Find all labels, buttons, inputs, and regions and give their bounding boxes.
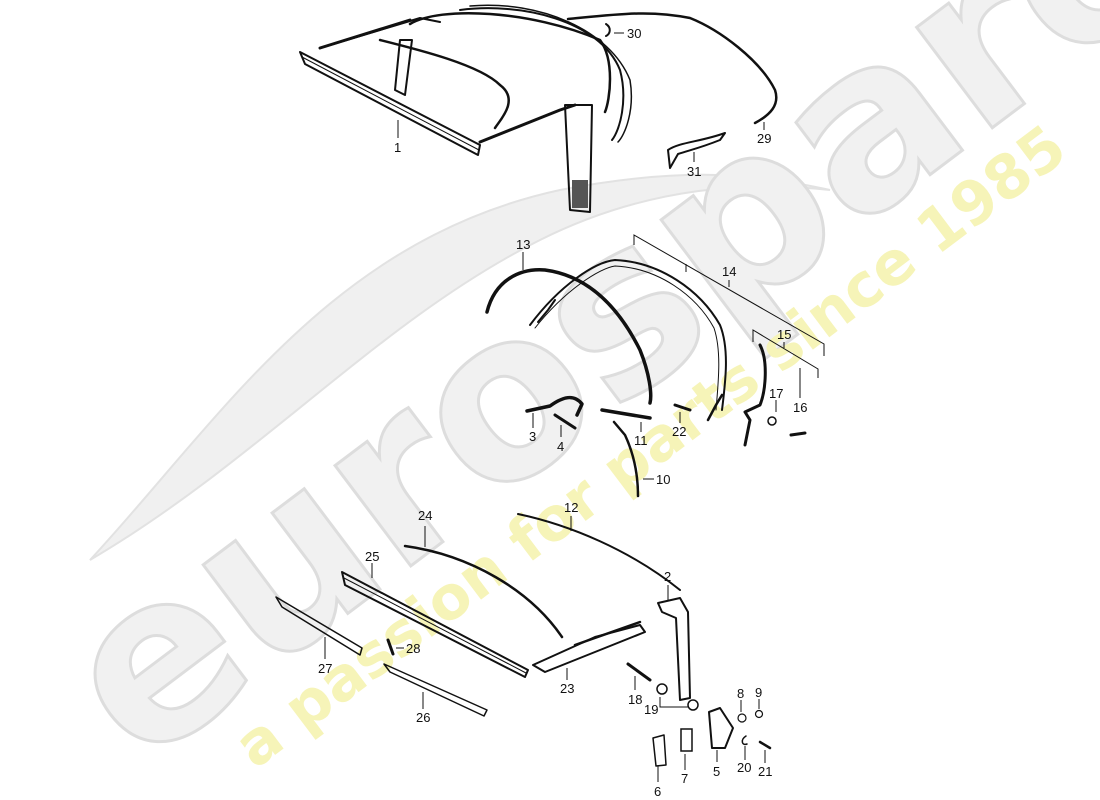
part-23-side-rail[interactable] [532, 620, 646, 673]
callout-30: 30 [614, 26, 641, 41]
svg-text:15: 15 [777, 327, 791, 342]
svg-text:7: 7 [681, 771, 688, 786]
callout-27: 27 [318, 637, 332, 676]
part-27-strip[interactable] [275, 596, 363, 656]
part-20-spring-washer[interactable] [741, 735, 748, 746]
part-hood-frame[interactable] [299, 4, 633, 213]
callout-6: 6 [654, 766, 661, 799]
callout-23: 23 [560, 668, 574, 696]
part-21-screw[interactable] [758, 740, 772, 750]
callout-13: 13 [516, 237, 530, 270]
callout-8: 8 [737, 686, 744, 712]
callout-12: 12 [564, 500, 578, 531]
callout-15: 15 [752, 327, 819, 378]
callout-11: 11 [634, 422, 648, 448]
svg-text:2: 2 [664, 569, 671, 584]
callout-29: 29 [757, 122, 771, 146]
svg-text:5: 5 [713, 764, 720, 779]
svg-text:20: 20 [737, 760, 751, 775]
part-2-pillar[interactable] [657, 597, 691, 701]
svg-text:23: 23 [560, 681, 574, 696]
svg-text:16: 16 [793, 400, 807, 415]
part-4-bolt[interactable] [553, 413, 577, 430]
part-19-washers[interactable] [656, 683, 699, 711]
svg-text:10: 10 [656, 472, 670, 487]
part-24-cable[interactable] [403, 544, 564, 639]
part-28-screw[interactable] [386, 638, 395, 656]
part-25-header-rail[interactable] [341, 571, 529, 678]
part-26-strip[interactable] [383, 663, 488, 717]
part-16-clip[interactable] [789, 431, 807, 437]
callout-26: 26 [416, 692, 430, 725]
callout-7: 7 [681, 754, 688, 786]
callout-9: 9 [755, 685, 762, 709]
part-6-catch-plate[interactable] [652, 734, 667, 767]
svg-text:14: 14 [722, 264, 736, 279]
svg-text:27: 27 [318, 661, 332, 676]
svg-text:30: 30 [627, 26, 641, 41]
svg-text:13: 13 [516, 237, 530, 252]
part-14-rear-bow[interactable] [529, 259, 727, 422]
part-10-strap[interactable] [612, 420, 640, 498]
callout-2: 2 [664, 569, 671, 600]
part-31-bracket[interactable] [667, 132, 726, 169]
callout-4: 4 [557, 425, 564, 454]
svg-text:3: 3 [529, 429, 536, 444]
part-30-hook[interactable] [605, 23, 611, 37]
svg-text:19: 19 [644, 702, 658, 717]
part-13-bow[interactable] [485, 268, 653, 405]
svg-text:25: 25 [365, 549, 379, 564]
callout-10: 10 [643, 472, 670, 487]
callout-18: 18 [628, 676, 642, 707]
part-7-gasket[interactable] [680, 728, 693, 752]
part-15-link[interactable] [743, 343, 767, 447]
svg-text:24: 24 [418, 508, 432, 523]
part-3-spring[interactable] [525, 395, 584, 417]
callout-20: 20 [737, 746, 751, 775]
callout-5: 5 [713, 750, 720, 779]
callout-1: 1 [394, 120, 401, 155]
callout-14: 14 [633, 234, 825, 356]
callout-25: 25 [365, 549, 379, 578]
callout-31: 31 [687, 152, 701, 179]
callout-17: 17 [769, 386, 783, 412]
part-12-seal-strip[interactable] [517, 513, 681, 591]
part-17-screw[interactable] [767, 416, 777, 426]
callout-24: 24 [418, 508, 432, 547]
svg-text:6: 6 [654, 784, 661, 799]
callout-19: 19 [644, 697, 688, 717]
svg-text:4: 4 [557, 439, 564, 454]
svg-text:17: 17 [769, 386, 783, 401]
part-11-spring[interactable] [600, 408, 652, 420]
svg-text:29: 29 [757, 131, 771, 146]
part-5-bracket[interactable] [708, 707, 734, 749]
callout-28: 28 [396, 641, 420, 656]
svg-text:1: 1 [394, 140, 401, 155]
part-22-bolt[interactable] [673, 403, 692, 412]
svg-text:11: 11 [634, 433, 648, 448]
part-8-washer[interactable] [737, 713, 747, 723]
svg-text:21: 21 [758, 764, 772, 779]
svg-text:26: 26 [416, 710, 430, 725]
svg-text:18: 18 [628, 692, 642, 707]
svg-text:9: 9 [755, 685, 762, 700]
svg-text:12: 12 [564, 500, 578, 515]
callout-16: 16 [793, 368, 807, 415]
callout-22: 22 [672, 412, 686, 439]
part-9-nut[interactable] [754, 709, 764, 719]
svg-text:28: 28 [406, 641, 420, 656]
svg-text:8: 8 [737, 686, 744, 701]
svg-text:22: 22 [672, 424, 686, 439]
callout-3: 3 [529, 413, 536, 444]
part-29-cable[interactable] [566, 12, 778, 125]
part-18-bolt[interactable] [626, 662, 652, 682]
watermark-swoosh [89, 173, 831, 561]
svg-text:31: 31 [687, 164, 701, 179]
callout-21: 21 [758, 750, 772, 779]
